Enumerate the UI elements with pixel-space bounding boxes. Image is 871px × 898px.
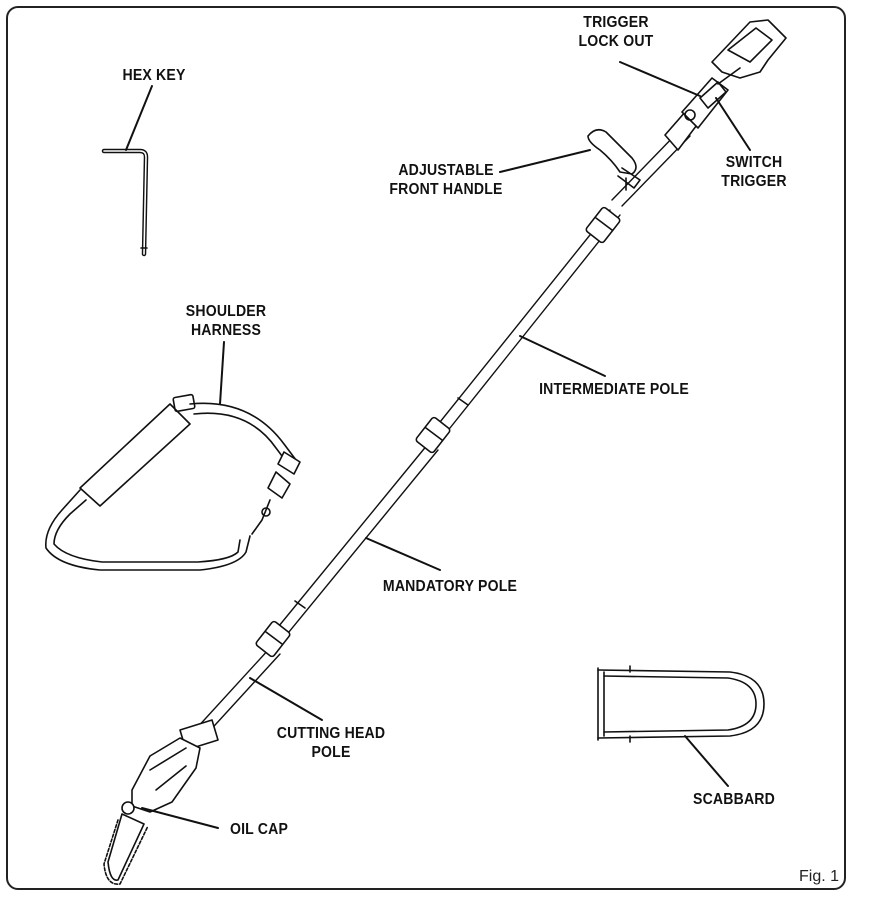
front-handle-illustration: [587, 128, 641, 191]
label-intermediate-pole-text: INTERMEDIATE POLE: [539, 381, 689, 398]
label-adjustable-front-handle-line1: ADJUSTABLE: [398, 162, 494, 179]
label-adjustable-front-handle-line2: FRONT HANDLE: [389, 181, 503, 198]
label-oil-cap-text: OIL CAP: [229, 821, 289, 838]
label-scabbard-text: SCABBARD: [693, 791, 775, 808]
label-hex-key: HEX KEY: [110, 66, 198, 85]
shoulder-harness-illustration: [45, 393, 301, 571]
label-adjustable-front-handle: ADJUSTABLE FRONT HANDLE: [384, 161, 507, 199]
label-hex-key-text: HEX KEY: [122, 67, 186, 84]
cutting-head-illustration: [103, 719, 219, 885]
figure-caption: Fig. 1: [798, 868, 839, 885]
label-shoulder-harness: SHOULDER HARNESS: [182, 302, 270, 340]
rear-handle-illustration: [664, 19, 787, 151]
label-intermediate-pole: INTERMEDIATE POLE: [535, 380, 693, 399]
label-trigger-lock-out-line1: TRIGGER: [583, 14, 649, 31]
pole-illustration: [194, 129, 691, 737]
label-oil-cap: OIL CAP: [219, 820, 298, 839]
label-switch-trigger-line1: SWITCH: [725, 154, 783, 171]
label-cutting-head-pole-line2: POLE: [311, 744, 351, 761]
hex-key-illustration: [101, 148, 149, 257]
label-switch-trigger-line2: TRIGGER: [721, 173, 787, 190]
label-mandatory-pole: MANDATORY POLE: [380, 577, 521, 596]
leader-lines: [125, 61, 751, 829]
label-switch-trigger: SWITCH TRIGGER: [710, 153, 798, 191]
label-shoulder-harness-line1: SHOULDER: [185, 303, 267, 320]
label-cutting-head-pole: CUTTING HEAD POLE: [274, 724, 388, 762]
label-trigger-lock-out-line2: LOCK OUT: [578, 33, 654, 50]
label-scabbard: SCABBARD: [690, 790, 778, 809]
label-trigger-lock-out: TRIGGER LOCK OUT: [572, 13, 660, 51]
label-mandatory-pole-text: MANDATORY POLE: [382, 578, 518, 595]
label-shoulder-harness-line2: HARNESS: [190, 322, 262, 339]
label-cutting-head-pole-line1: CUTTING HEAD: [276, 725, 386, 742]
scabbard-illustration: [597, 665, 765, 743]
